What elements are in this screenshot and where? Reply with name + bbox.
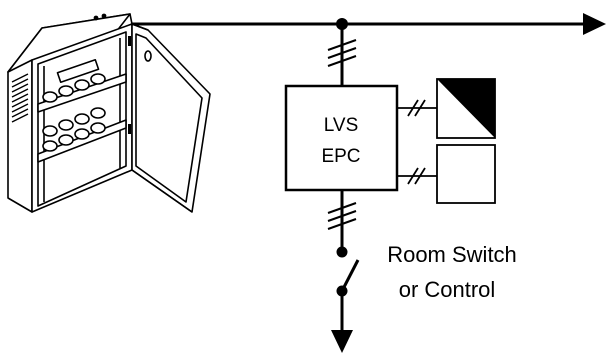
status-indicator-panel: [436, 78, 496, 139]
lvs-epc-box: LVS EPC: [284, 84, 399, 192]
drop-conductor-ticks: [327, 39, 357, 67]
switch-label-line2: or Control: [399, 277, 496, 302]
switch-blade: [340, 259, 360, 292]
control-panel-box: [436, 144, 496, 204]
load-arrow-icon: [331, 330, 353, 353]
indicator-connections: [397, 99, 437, 185]
panel-cabinet-icon: [7, 13, 211, 213]
epc-label-line2: EPC: [321, 146, 360, 167]
switch-contact-top: [336, 246, 348, 258]
epc-label-line1: LVS: [324, 115, 359, 136]
output-conductor-ticks: [327, 202, 357, 230]
switch-label-line1: Room Switch: [387, 242, 517, 267]
feed-arrow-icon: [583, 13, 606, 35]
